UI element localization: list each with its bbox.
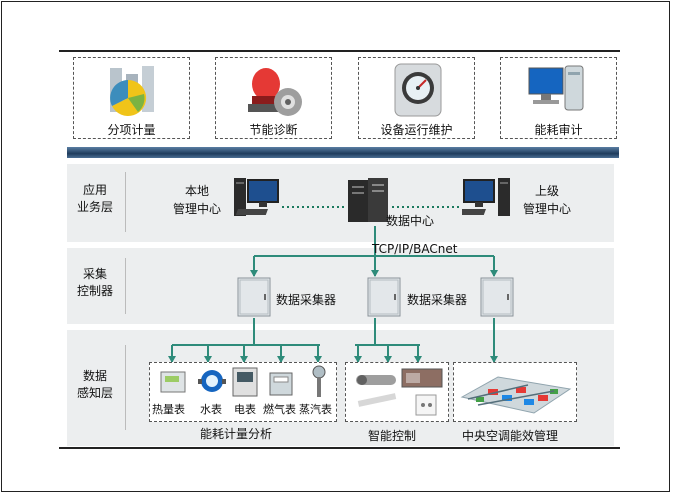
collector-cabinet-icon [480, 277, 514, 317]
function-box-audit: 能耗审计 [500, 57, 617, 139]
meter-label-steam: 蒸汽表 [299, 403, 332, 416]
group-label-hvac: 中央空调能效管理 [462, 429, 559, 443]
function-label-maintenance: 设备运行维护 [380, 123, 453, 137]
group-label-smart: 智能控制 [368, 429, 417, 443]
upper-computer-icon [462, 178, 510, 216]
gauge-device-icon [394, 63, 442, 117]
meter-label-water: 水表 [200, 403, 222, 416]
layer-separator [125, 345, 126, 430]
header-bar [67, 147, 619, 158]
electric-meter-icon [232, 367, 258, 397]
bottom-rule [59, 447, 620, 449]
pie-chart-icon [110, 66, 154, 116]
computer-icon [528, 65, 584, 111]
hvac-system-icon [460, 376, 572, 414]
heat-meter-icon [160, 371, 186, 393]
protocol-label: TCP/IP/BACnet [372, 242, 458, 256]
band-application [67, 164, 614, 242]
function-label-audit: 能耗审计 [534, 123, 583, 137]
collector-label-1: 数据采集器 [276, 293, 337, 307]
water-meter-icon [198, 370, 226, 392]
meter-label-heat: 热量表 [152, 403, 185, 416]
gas-meter-icon [269, 372, 293, 396]
function-box-diagnosis: 节能诊断 [215, 57, 332, 139]
group-label-energy: 能耗计量分析 [200, 427, 273, 441]
meter-label-gas: 燃气表 [263, 403, 296, 416]
layer-label-controller: 采集 控制器 [76, 267, 113, 298]
function-label-metering: 分项计量 [107, 123, 156, 137]
local-computer-icon [234, 178, 279, 216]
collector-cabinet-icon [367, 277, 401, 317]
band-controller [67, 248, 614, 324]
meter-label-electric: 电表 [234, 403, 256, 416]
data-center-server-icon [348, 178, 388, 222]
collector-label-2: 数据采集器 [407, 293, 468, 307]
group-smart-control [345, 362, 449, 422]
data-center-label: 数据中心 [386, 214, 435, 228]
steam-meter-icon [312, 365, 326, 397]
smart-control-devices-icon [356, 368, 443, 416]
group-energy-metering: 热量表 水表 电表 燃气表 蒸汽表 [149, 362, 337, 422]
layer-label-sensing: 数据 感知层 [76, 369, 113, 400]
function-box-metering: 分项计量 [73, 57, 190, 139]
layer-separator [125, 172, 126, 232]
upper-center-label: 上级 管理中心 [522, 184, 571, 216]
function-label-diagnosis: 节能诊断 [249, 123, 298, 137]
group-hvac [453, 362, 577, 422]
top-rule [59, 50, 620, 52]
layer-label-application: 应用 业务层 [76, 183, 113, 214]
local-center-label: 本地 管理中心 [172, 184, 221, 216]
layer-separator [125, 258, 126, 314]
alarm-gear-icon [248, 68, 302, 116]
function-box-maintenance: 设备运行维护 [358, 57, 475, 139]
collector-cabinet-icon [237, 277, 271, 317]
